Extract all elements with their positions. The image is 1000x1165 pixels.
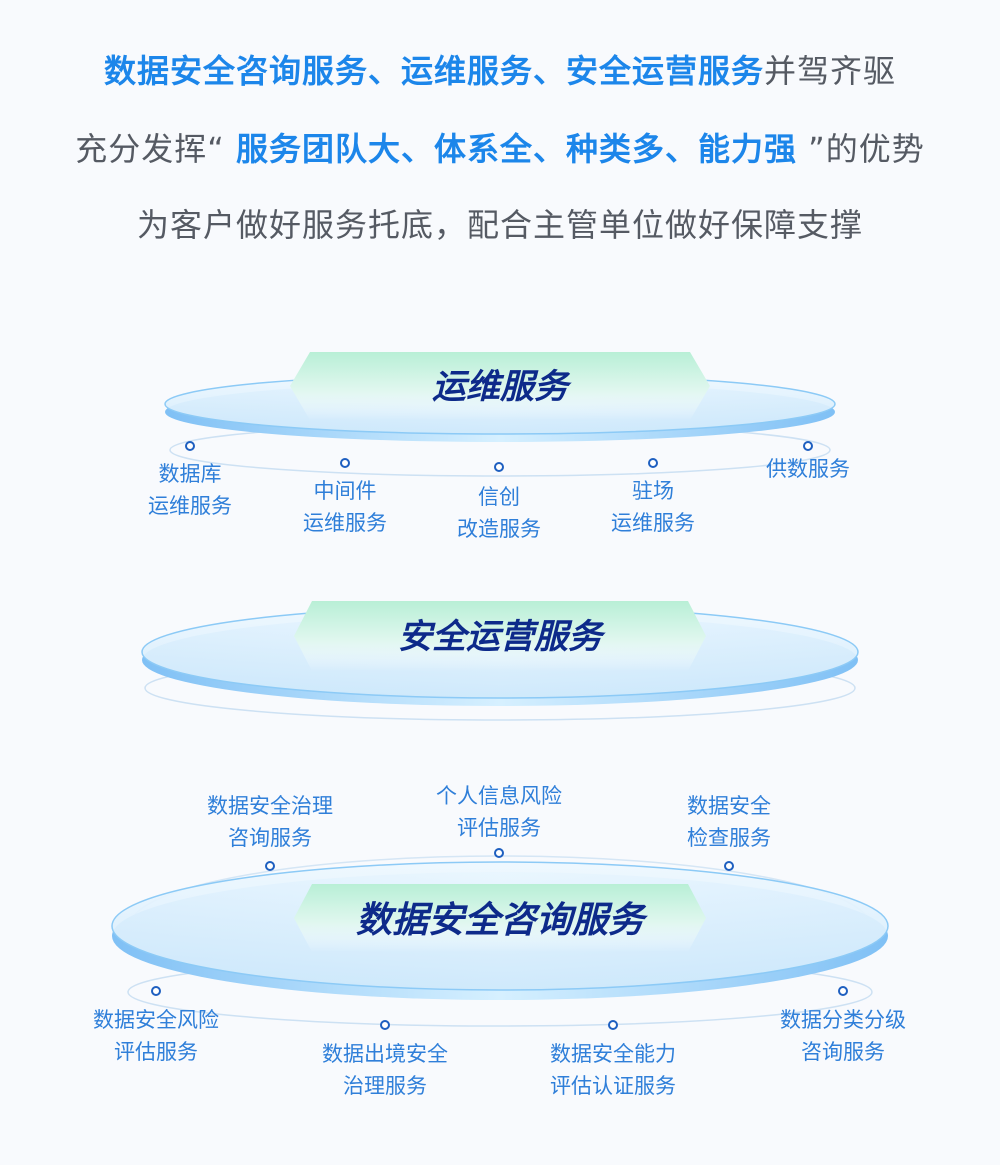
consult-bottom-dot-4 [839,987,847,995]
ops-item-3: 信创 改造服务 [457,481,541,545]
consult-bottom-item-3: 数据安全能力 评估认证服务 [550,1038,676,1102]
ops-dot-1 [186,442,194,450]
consult-top-item-3-line1: 数据安全 [687,790,771,822]
consult-bottom-item-2: 数据出境安全 治理服务 [322,1038,448,1102]
consult-title: 数据安全咨询服务 [356,899,648,940]
ops-item-1-line2: 运维服务 [148,490,232,522]
consult-top-item-3: 数据安全 检查服务 [687,790,771,854]
ops-item-4-line1: 驻场 [611,475,695,507]
consult-bottom-dot-1 [152,987,160,995]
consult-bottom-item-1-line1: 数据安全风险 [93,1004,219,1036]
ops-item-3-line1: 信创 [457,481,541,513]
ops-title: 运维服务 [432,368,572,406]
consult-tier: 数据安全咨询服务 [112,849,888,1029]
consult-top-dot-2 [495,849,503,857]
consult-top-item-2: 个人信息风险 评估服务 [436,780,562,844]
ops-dot-2 [341,459,349,467]
consult-bottom-item-2-line2: 治理服务 [322,1070,448,1102]
consult-bottom-dot-2 [381,1021,389,1029]
consult-bottom-item-3-line1: 数据安全能力 [550,1038,676,1070]
consult-top-item-2-line1: 个人信息风险 [436,780,562,812]
consult-top-dot-3 [725,862,733,870]
ops-item-4-line2: 运维服务 [611,507,695,539]
ops-item-1: 数据库 运维服务 [148,458,232,522]
secops-title: 安全运营服务 [398,618,606,656]
ops-item-4: 驻场 运维服务 [611,475,695,539]
ops-item-5: 供数服务 [766,453,850,485]
ops-item-3-line2: 改造服务 [457,513,541,545]
consult-bottom-item-4: 数据分类分级 咨询服务 [780,1004,906,1068]
ops-dot-5 [804,442,812,450]
consult-bottom-item-4-line2: 咨询服务 [780,1036,906,1068]
ops-item-2: 中间件 运维服务 [303,475,387,539]
consult-top-dot-1 [266,862,274,870]
ops-dot-3 [495,463,503,471]
consult-bottom-item-4-line1: 数据分类分级 [780,1004,906,1036]
consult-top-item-1: 数据安全治理 咨询服务 [207,790,333,854]
consult-top-item-2-line2: 评估服务 [436,812,562,844]
consult-bottom-dot-3 [609,1021,617,1029]
consult-bottom-item-1: 数据安全风险 评估服务 [93,1004,219,1068]
consult-top-item-3-line2: 检查服务 [687,822,771,854]
ops-item-1-line1: 数据库 [148,458,232,490]
consult-bottom-item-3-line2: 评估认证服务 [550,1070,676,1102]
secops-tier: 安全运营服务 [142,601,858,720]
ops-item-5-line1: 供数服务 [766,453,850,485]
ops-item-2-line1: 中间件 [303,475,387,507]
consult-top-item-1-line2: 咨询服务 [207,822,333,854]
ops-dot-4 [649,459,657,467]
ops-tier: 运维服务 [165,352,835,476]
consult-bottom-item-1-line2: 评估服务 [93,1036,219,1068]
consult-bottom-item-2-line1: 数据出境安全 [322,1038,448,1070]
ops-item-2-line2: 运维服务 [303,507,387,539]
consult-top-item-1-line1: 数据安全治理 [207,790,333,822]
